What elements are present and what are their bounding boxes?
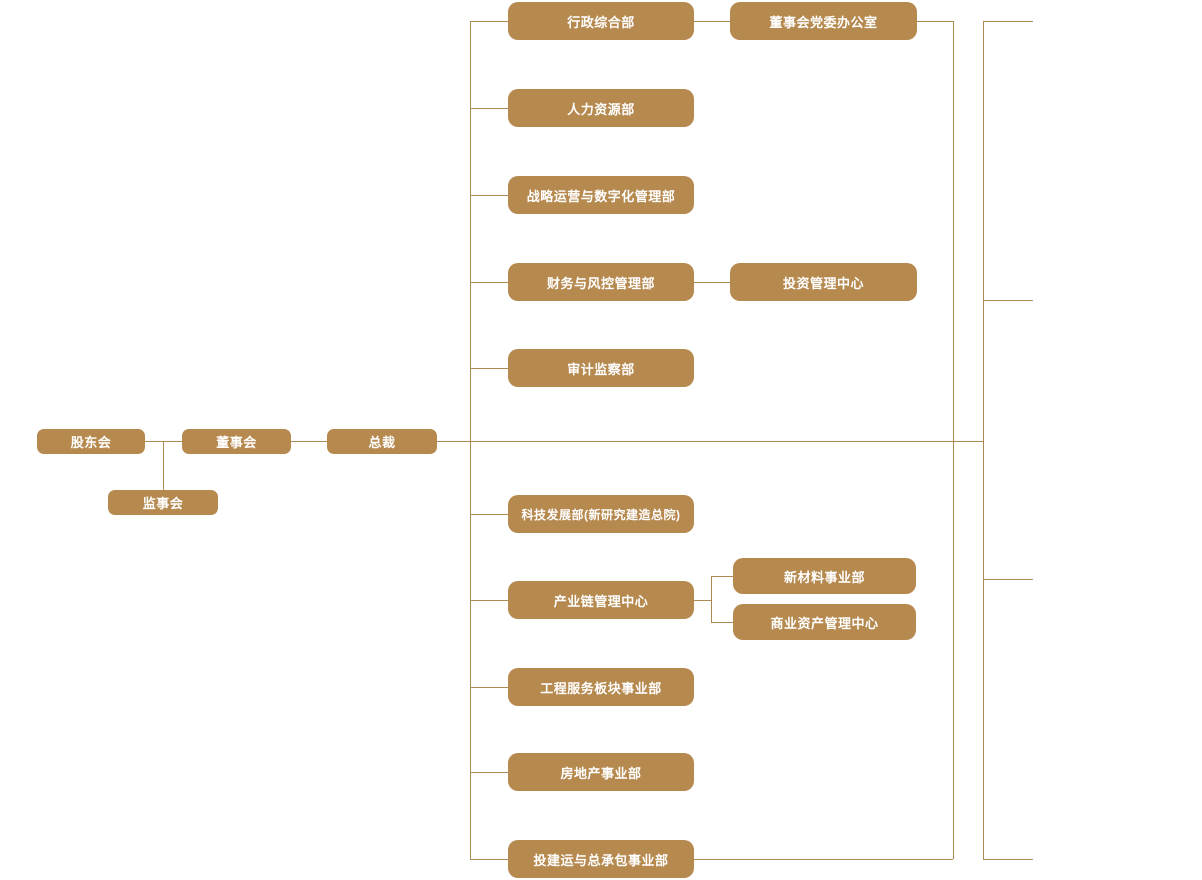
connector-line [291, 441, 327, 442]
connector-line [163, 441, 164, 490]
connector-line [470, 687, 508, 688]
org-node-hr-dept: 人力资源部 [508, 89, 694, 127]
connector-line [470, 108, 508, 109]
org-node-investment-mgmt-center: 投资管理中心 [730, 263, 917, 301]
connector-line [470, 21, 508, 22]
connector-line [983, 859, 1033, 860]
org-node-strategy-digital-dept: 战略运营与数字化管理部 [508, 176, 694, 214]
org-node-shareholders-meeting: 股东会 [37, 429, 145, 454]
connector-line [470, 600, 508, 601]
connector-line [694, 282, 730, 283]
connector-line [437, 441, 983, 442]
connector-line [917, 21, 953, 22]
org-node-tech-development-dept: 科技发展部(新研究建造总院) [508, 495, 694, 533]
connector-line [983, 579, 1033, 580]
connector-line [470, 195, 508, 196]
connector-line [711, 576, 733, 577]
org-node-finance-risk-dept: 财务与风控管理部 [508, 263, 694, 301]
org-node-engineering-service-bu: 工程服务板块事业部 [508, 668, 694, 706]
connector-line [983, 300, 1033, 301]
connector-line [470, 282, 508, 283]
connector-line [470, 368, 508, 369]
connector-line [470, 772, 508, 773]
connector-line [711, 576, 712, 622]
org-node-invest-build-epc-bu: 投建运与总承包事业部 [508, 840, 694, 878]
org-node-industry-chain-center: 产业链管理中心 [508, 581, 694, 619]
connector-line [694, 859, 953, 860]
org-node-new-materials-bu: 新材料事业部 [733, 558, 916, 594]
connector-line [470, 514, 508, 515]
connector-line [983, 21, 984, 859]
org-node-audit-supervision-dept: 审计监察部 [508, 349, 694, 387]
connector-line [694, 21, 730, 22]
connector-line [470, 859, 508, 860]
connector-line [953, 21, 954, 859]
org-node-commercial-assets-center: 商业资产管理中心 [733, 604, 916, 640]
connector-line [470, 21, 471, 859]
org-node-president: 总裁 [327, 429, 437, 454]
connector-line [711, 622, 733, 623]
org-node-admin-general-dept: 行政综合部 [508, 2, 694, 40]
connector-line [694, 600, 711, 601]
org-node-supervisory-board: 监事会 [108, 490, 218, 515]
org-node-board-party-office: 董事会党委办公室 [730, 2, 917, 40]
connector-line [983, 21, 1033, 22]
org-node-real-estate-bu: 房地产事业部 [508, 753, 694, 791]
org-node-board-of-directors: 董事会 [182, 429, 291, 454]
